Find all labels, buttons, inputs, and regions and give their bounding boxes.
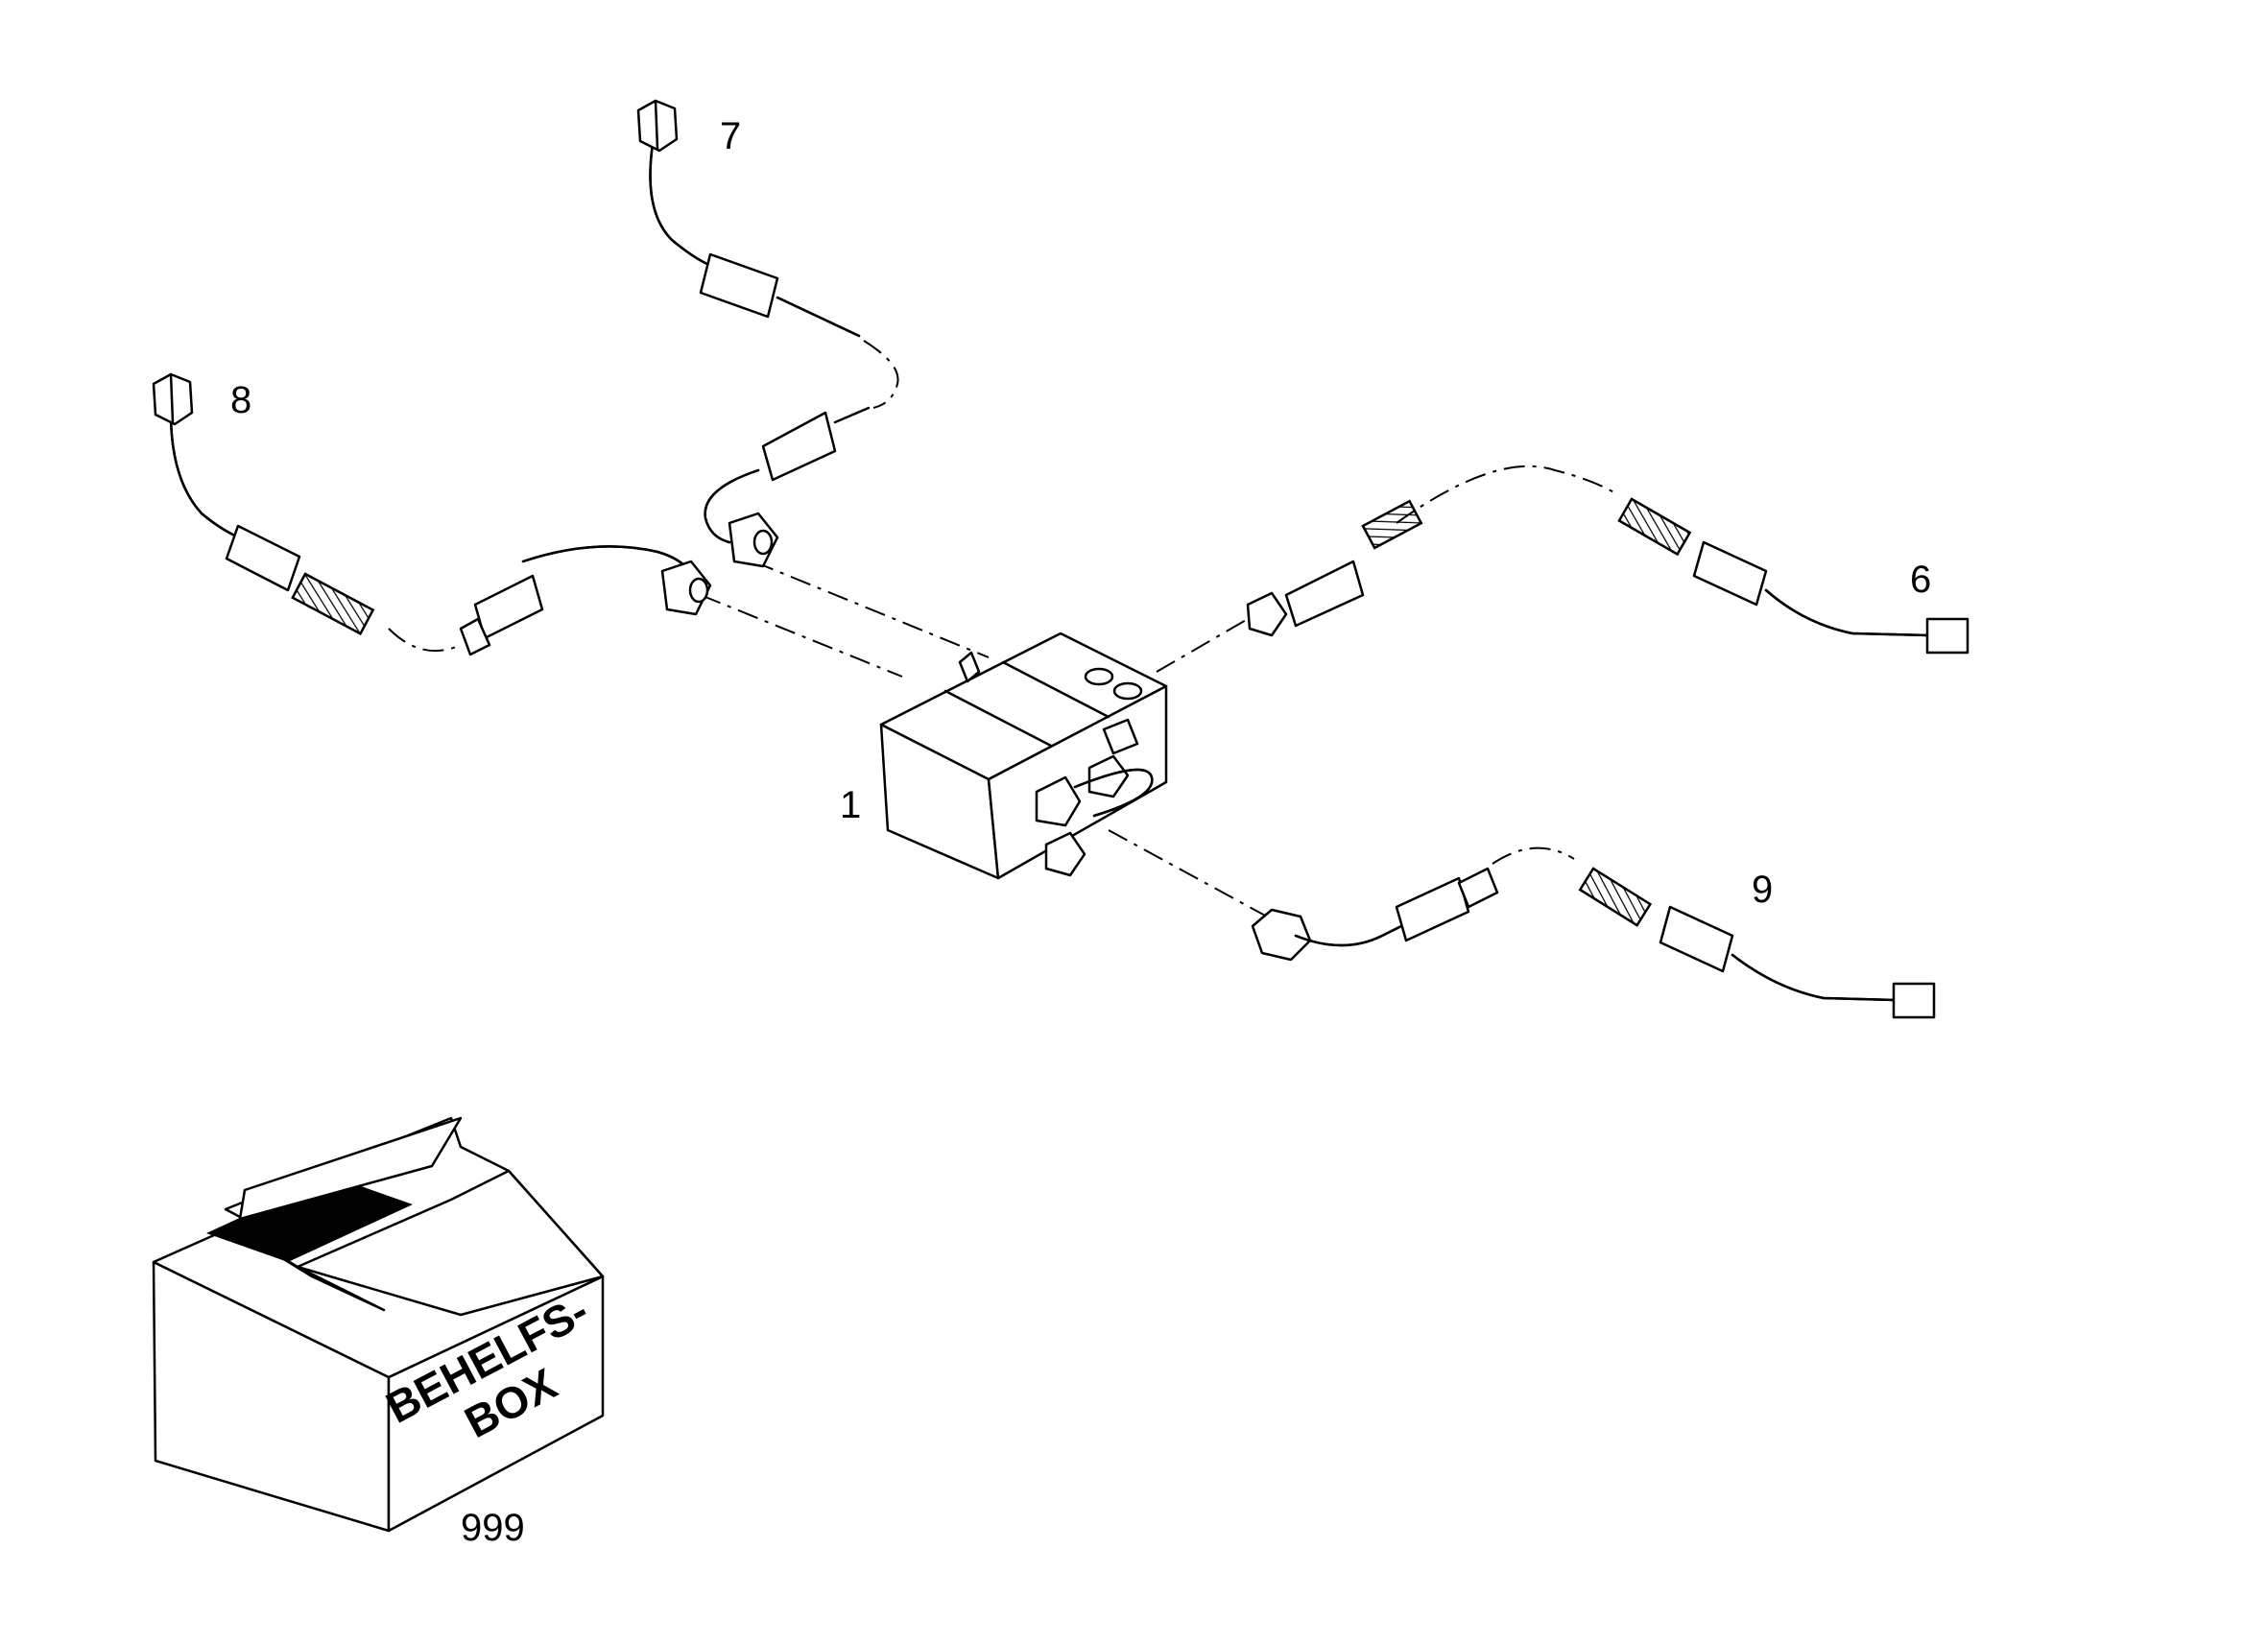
callout-999: 999	[461, 1507, 525, 1549]
hose-assembly-9	[1251, 867, 1936, 1019]
auxiliary-box-999: BEHELFS- BOX	[152, 1116, 605, 1533]
callout-6: 6	[1910, 559, 1931, 601]
callout-8: 8	[230, 379, 251, 421]
callout-7: 7	[720, 115, 741, 157]
callout-9: 9	[1752, 869, 1773, 911]
hose-assembly-7	[636, 99, 871, 568]
hose-assembly-6	[1246, 497, 1970, 655]
hose-assembly-8	[152, 372, 712, 656]
connection-lines	[388, 340, 1618, 917]
callout-1: 1	[840, 784, 861, 826]
distributor-block-1	[879, 631, 1168, 880]
